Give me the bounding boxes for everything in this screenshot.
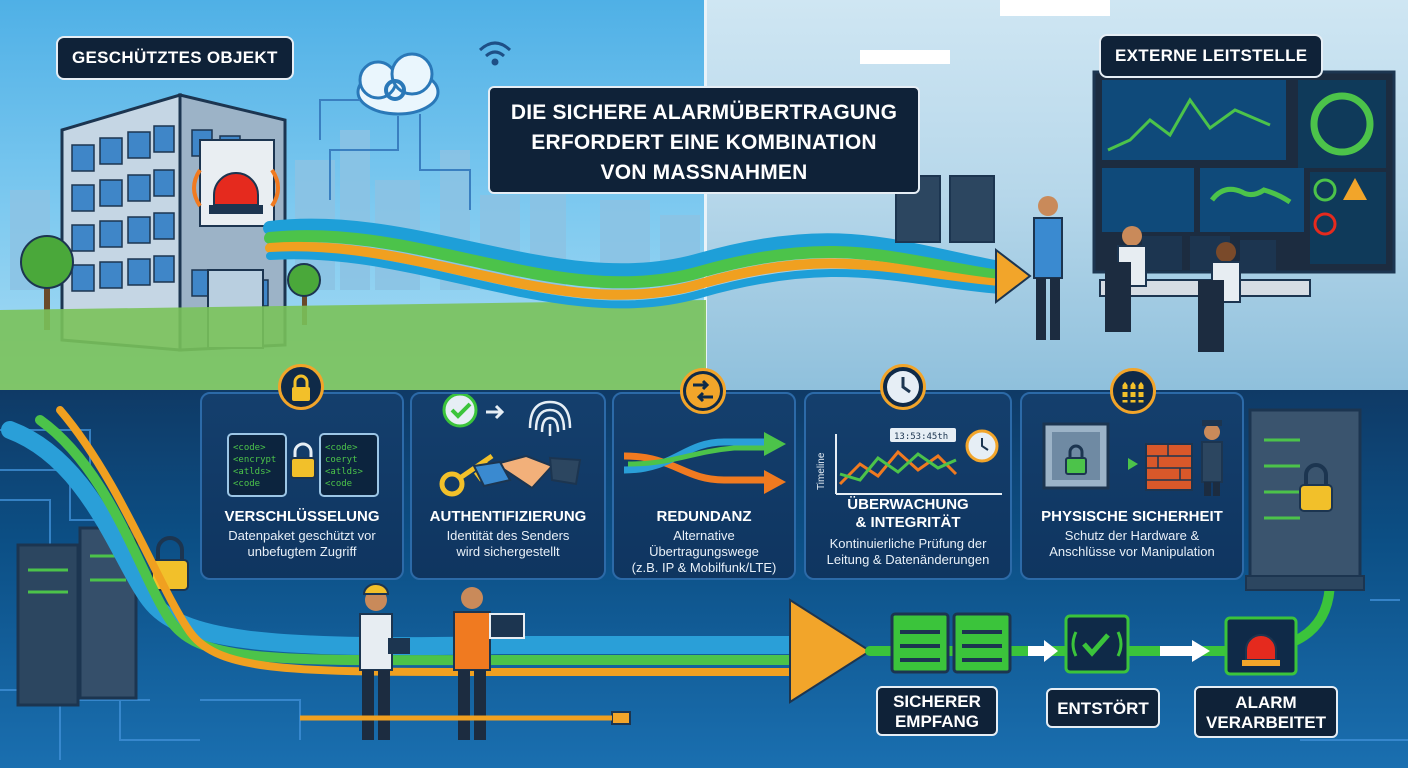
measure-title: REDUNDANZ: [656, 508, 752, 525]
tree: [20, 235, 321, 330]
measure-title: VERSCHLÜSSELUNG: [224, 508, 380, 525]
fence-icon: [1120, 380, 1146, 404]
headline-box: DIE SICHERE ALARMÜBERTRAGUNG ERFORDERT E…: [488, 86, 920, 194]
brick-wall-icon: [1145, 443, 1193, 491]
switch-badge: [680, 368, 726, 414]
code-right-3: <atlds>: [325, 467, 364, 477]
receiver-module-icons: [890, 612, 1012, 674]
handshake-icon: [472, 454, 582, 490]
scene-divider: [704, 0, 707, 390]
verified-signal-icon: [1064, 614, 1130, 674]
code-left-2: <encrypt: [233, 455, 276, 465]
secured-server-cabinet: [1245, 408, 1365, 591]
lawn: [0, 300, 706, 390]
network-lines: [319, 99, 471, 210]
code-left-1: <code>: [233, 443, 266, 453]
lock-badge: [278, 364, 324, 410]
small-lock-icon: [290, 442, 316, 479]
measure-description: Identität des Senders wird sichergestell…: [446, 528, 570, 559]
step-cleared: ENTSTÖRT: [1046, 688, 1160, 728]
code-right-4: <code: [325, 479, 352, 489]
monitoring-chart-illustration: Timeline 13:53:45th: [816, 428, 1002, 495]
measure-card-redundancy: REDUNDANZ Alternative Übertragungswege (…: [612, 392, 796, 580]
physical-security-illustration: [1042, 420, 1223, 496]
headline-line-3: VON MASSNAHMEN: [600, 161, 808, 184]
measure-card-authentication: AUTHENTIFIZIERUNG Identität des Senders …: [410, 392, 606, 580]
timestamp-label: 13:53:45th: [894, 432, 948, 442]
measure-card-encryption: <code> <encrypt <atlds> <code <code> coe…: [200, 392, 404, 580]
alarm-light-icon: [1224, 616, 1298, 676]
measure-description: Alternative Übertragungswege (z.B. IP & …: [631, 528, 777, 575]
measure-card-monitoring: Timeline 13:53:45th ÜBERWACHUNG & INTEGR…: [804, 392, 1012, 580]
measure-title: ÜBERWACHUNG & INTEGRITÄT: [847, 496, 969, 531]
stream-arrowhead: [995, 247, 1032, 305]
authentication-illustration: [439, 394, 582, 497]
lock-icon: [292, 374, 310, 401]
cloud-gear-icon: [356, 52, 440, 116]
fingerprint-icon: [528, 400, 572, 436]
clock-icon: [887, 371, 919, 403]
code-right-2: coeryt: [325, 455, 358, 465]
arrow-right-icon: [1028, 640, 1210, 662]
encryption-illustration: <code> <encrypt <atlds> <code <code> coe…: [227, 433, 379, 497]
wifi-icon: [478, 41, 512, 66]
field-technicians: [359, 583, 525, 740]
lower-stream-arrowhead: [789, 598, 872, 704]
connector-plug: [300, 711, 631, 725]
operators: [1033, 196, 1311, 352]
measure-description: Kontinuierliche Prüfung der Leitung & Da…: [826, 536, 990, 567]
measure-description: Schutz der Hardware & Anschlüsse vor Man…: [1049, 528, 1215, 559]
redundancy-illustration: [623, 432, 786, 494]
security-guard-icon: [1201, 420, 1223, 496]
server-rack: [949, 175, 995, 243]
data-stream-cables: [263, 218, 1007, 309]
switch-arrows-icon: [686, 374, 720, 408]
step-secure-reception: SICHERER EMPFANG: [876, 686, 998, 736]
fence-badge: [1110, 368, 1156, 414]
measure-card-physical-security: PHYSISCHE SICHERHEIT Schutz der Hardware…: [1020, 392, 1244, 580]
clock-badge: [880, 364, 926, 410]
external-center-label: EXTERNE LEITSTELLE: [1099, 34, 1324, 78]
measure-description: Datenpaket geschützt vor unbefugtem Zugr…: [228, 528, 376, 559]
measure-title: AUTHENTIFIZIERUNG: [429, 508, 587, 525]
alarm-siren-icon: [192, 168, 280, 214]
headline-line-2: ERFORDERT EINE KOMBINATION: [531, 131, 877, 154]
code-left-4: <code: [233, 479, 260, 489]
headline-line-1: DIE SICHERE ALARMÜBERTRAGUNG: [510, 101, 898, 124]
code-left-3: <atlds>: [233, 467, 272, 477]
protected-object-label: GESCHÜTZTES OBJEKT: [56, 36, 294, 80]
measure-title: PHYSISCHE SICHERHEIT: [1041, 508, 1223, 525]
step-alarm-processed: ALARM VERARBEITET: [1194, 686, 1338, 738]
code-right-1: <code>: [325, 443, 358, 453]
chart-axis-label: Timeline: [816, 452, 827, 490]
